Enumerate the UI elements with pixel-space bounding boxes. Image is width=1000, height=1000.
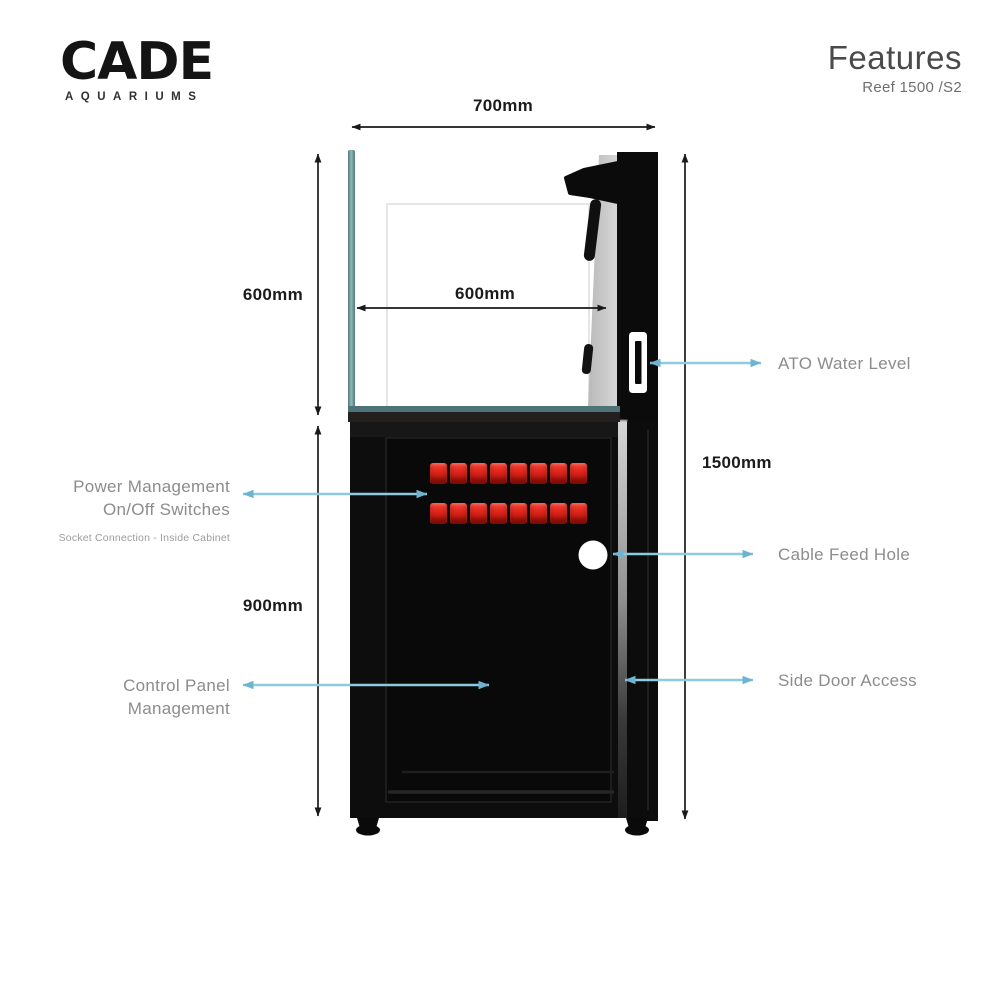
page-header: Features Reef 1500 /S2: [827, 39, 962, 97]
rocker-switch: [490, 503, 507, 524]
callout-control-line1: Control Panel: [123, 676, 230, 695]
rocker-switch: [510, 463, 527, 484]
dimension-label-total-height: 1500mm: [702, 453, 772, 472]
ato-window-level-bar: [635, 341, 642, 384]
brand-name: CADE: [60, 32, 214, 92]
switch-row-top: [430, 463, 587, 484]
tank-rear-panel: [588, 155, 617, 408]
rocker-switch: [430, 463, 447, 484]
cabinet-foot-right-base: [625, 824, 649, 836]
rocker-switch: [570, 503, 587, 524]
dimension-label-cabinet-height: 900mm: [242, 596, 303, 615]
tank-base-trim: [348, 412, 620, 422]
rocker-switch: [470, 463, 487, 484]
rocker-switch: [450, 463, 467, 484]
rocker-switch: [450, 503, 467, 524]
cabinet-top-rail: [350, 422, 618, 437]
brand-logo: CADE AQUARIUMS: [60, 32, 214, 103]
rocker-switch: [430, 503, 447, 524]
callout-power-management: Power Management On/Off Switches Socket …: [59, 475, 230, 550]
rocker-switch: [470, 503, 487, 524]
dimension-label-top-width: 700mm: [472, 96, 534, 115]
callout-side-door-access: Side Door Access: [778, 671, 917, 690]
dimension-label-tank-height: 600mm: [242, 285, 303, 304]
rocker-switch: [550, 503, 567, 524]
panel-clip: [581, 344, 594, 375]
callout-power-line2: On/Off Switches: [102, 500, 230, 519]
side-door-seam: [618, 422, 627, 818]
model-name: Reef 1500 /S2: [862, 79, 962, 96]
callout-power-line1: Power Management: [73, 477, 230, 496]
rocker-switch: [550, 463, 567, 484]
callout-cable-feed-hole: Cable Feed Hole: [778, 545, 911, 564]
callout-ato-water-level: ATO Water Level: [778, 354, 911, 373]
overflow-pipe: [583, 199, 602, 261]
tank-bottom-glass: [348, 406, 620, 412]
callout-control-panel: Control Panel Management: [123, 674, 230, 720]
tank-glass-edge: [348, 150, 355, 412]
cabinet-foot-left-base: [356, 824, 380, 836]
cable-feed-hole: [578, 540, 608, 570]
callout-control-line2: Management: [127, 699, 230, 718]
rocker-switch: [490, 463, 507, 484]
side-door: [627, 422, 658, 821]
rocker-switch: [570, 463, 587, 484]
brand-tagline: AQUARIUMS: [65, 91, 204, 103]
cabinet-door-panel: [385, 437, 612, 803]
tank-inner-outline: [386, 203, 590, 408]
callout-power-note: Socket Connection - Inside Cabinet: [58, 532, 230, 544]
switch-row-bottom: [430, 503, 587, 524]
rocker-switch: [530, 463, 547, 484]
rocker-switch: [530, 503, 547, 524]
page-title: Features: [827, 39, 962, 76]
dimension-label-inner-width: 600mm: [454, 284, 516, 303]
rocker-switch: [510, 503, 527, 524]
light-mount-bracket: [564, 161, 620, 204]
